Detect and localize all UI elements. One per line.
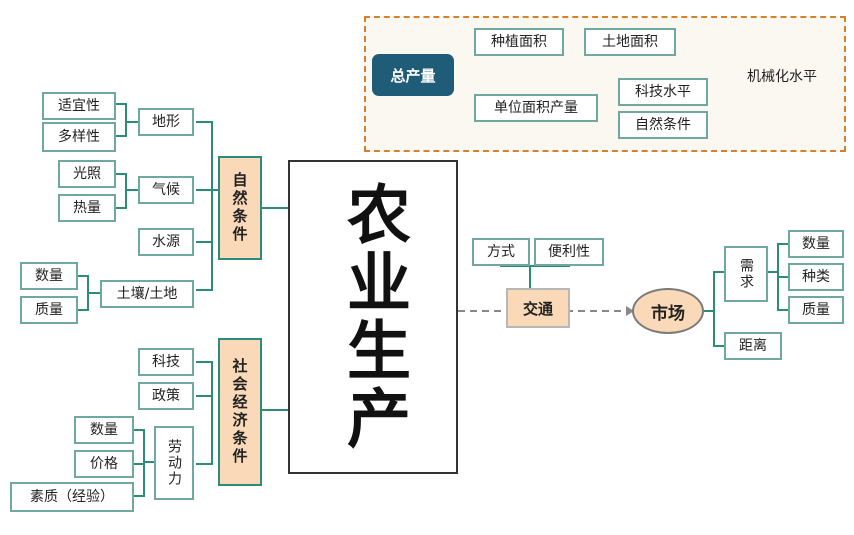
policy-node: 政策 bbox=[138, 382, 194, 410]
socio-economic-label: 社会经济条件 bbox=[230, 358, 249, 466]
mechanization-node: 机械化水平 bbox=[747, 69, 817, 85]
planting-area-node: 种植面积 bbox=[474, 28, 564, 56]
agricultural-production-title: 农业生产 bbox=[336, 181, 410, 453]
terrain-diversity: 多样性 bbox=[42, 122, 116, 152]
labor-label: 劳动力 bbox=[166, 439, 183, 487]
terrain-node: 地形 bbox=[138, 108, 194, 136]
transport-method: 方式 bbox=[472, 238, 530, 266]
natural-conditions-label: 自然条件 bbox=[230, 172, 249, 244]
climate-sunlight: 光照 bbox=[58, 160, 116, 188]
terrain-suitability: 适宜性 bbox=[42, 92, 116, 120]
labor-price: 价格 bbox=[74, 450, 134, 478]
transport-convenience: 便利性 bbox=[534, 238, 604, 266]
demand-variety: 种类 bbox=[788, 263, 844, 291]
agricultural-production-box: 农业生产 bbox=[288, 160, 458, 474]
demand-node: 需求 bbox=[724, 246, 768, 302]
unit-yield-node: 单位面积产量 bbox=[474, 94, 598, 122]
transport-node: 交通 bbox=[506, 288, 570, 328]
demand-label: 需求 bbox=[738, 258, 755, 290]
natural-conditions-category: 自然条件 bbox=[218, 156, 262, 260]
market-node: 市场 bbox=[632, 288, 704, 334]
climate-heat: 热量 bbox=[58, 194, 116, 222]
labor-node: 劳动力 bbox=[154, 426, 194, 500]
climate-node: 气候 bbox=[138, 176, 194, 204]
labor-quality-experience: 素质（经验） bbox=[10, 482, 134, 512]
land-area-node: 土地面积 bbox=[584, 28, 676, 56]
demand-quantity: 数量 bbox=[788, 230, 844, 258]
socio-economic-category: 社会经济条件 bbox=[218, 338, 262, 486]
total-output-node: 总产量 bbox=[372, 54, 454, 96]
distance-node: 距离 bbox=[724, 332, 782, 360]
demand-quality: 质量 bbox=[788, 296, 844, 324]
soil-quality: 质量 bbox=[20, 296, 78, 324]
soil-node: 土壤/土地 bbox=[100, 280, 194, 308]
soil-quantity: 数量 bbox=[20, 262, 78, 290]
water-node: 水源 bbox=[138, 228, 194, 256]
tech-node: 科技 bbox=[138, 348, 194, 376]
labor-quantity: 数量 bbox=[74, 416, 134, 444]
natural-condition-node: 自然条件 bbox=[618, 111, 708, 139]
tech-level-node: 科技水平 bbox=[618, 78, 708, 106]
